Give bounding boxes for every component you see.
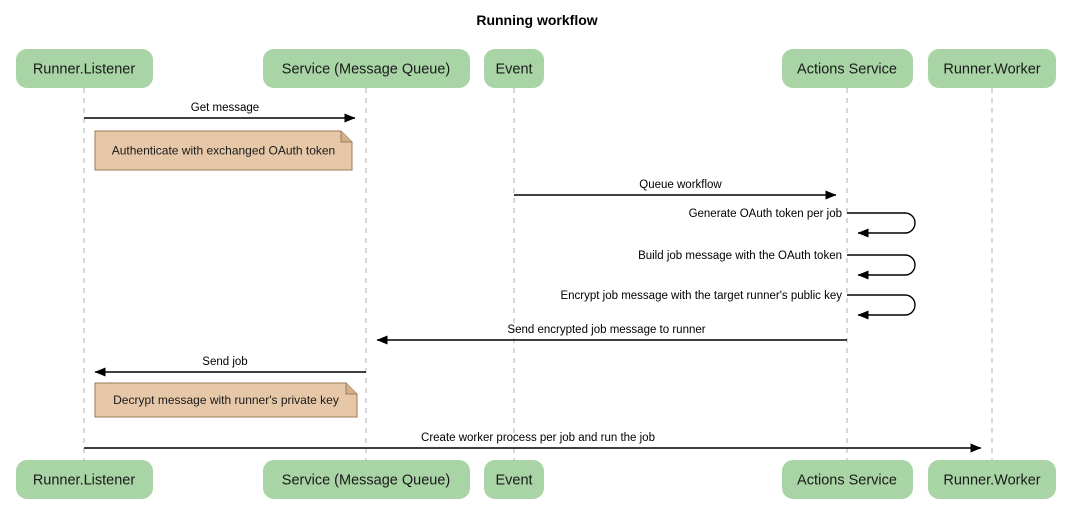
message-send-job[interactable]: Send job: [94, 356, 366, 377]
participant-box-runner-listener-bottom[interactable]: [16, 460, 153, 499]
message-create-worker-process[interactable]: Create worker process per job and run th…: [84, 432, 982, 453]
note-label-authenticate-note: Authenticate with exchanged OAuth token: [112, 144, 335, 158]
participants-bottom-group: Runner.Listener Service (Message Queue) Ev…: [16, 460, 1056, 499]
message-label-generate-oauth-token-per-job: Generate OAuth token per job: [689, 208, 842, 220]
participant-label-event-top: Event: [495, 61, 532, 77]
participant-label-service-message-queue-top: Service (Message Queue): [282, 61, 450, 77]
message-arrow-encrypt-job-message: [847, 294, 916, 320]
participants-top-group: Runner.Listener Service (Message Queue) Ev…: [16, 49, 1056, 88]
participant-label-event-bottom: Event: [495, 472, 532, 488]
lifelines-group: [83, 88, 993, 460]
notes-group: Authenticate with exchanged OAuth tokenD…: [94, 130, 358, 418]
message-label-encrypt-job-message: Encrypt job message with the target runn…: [560, 290, 842, 302]
message-queue-workflow[interactable]: Queue workflow: [514, 179, 837, 200]
participant-label-service-message-queue-bottom: Service (Message Queue): [282, 472, 450, 488]
participant-label-runner-worker-bottom: Runner.Worker: [943, 472, 1040, 488]
message-send-encrypted-job-message[interactable]: Send encrypted job message to runner: [376, 324, 847, 345]
participant-label-runner-listener-bottom: Runner.Listener: [33, 472, 136, 488]
message-generate-oauth-token-per-job[interactable]: Generate OAuth token per job: [689, 208, 916, 238]
participant-label-actions-service-top: Actions Service: [797, 61, 897, 77]
message-get-message[interactable]: Get message: [84, 102, 356, 123]
message-arrow-build-job-message: [847, 254, 916, 280]
participant-box-runner-worker-top[interactable]: [928, 49, 1056, 88]
participant-box-actions-service-top[interactable]: [782, 49, 913, 88]
participant-box-runner-worker-bottom[interactable]: [928, 460, 1056, 499]
participant-box-runner-listener-top[interactable]: [16, 49, 153, 88]
participant-box-actions-service-bottom[interactable]: [782, 460, 913, 499]
note-body-decrypt-note: [94, 382, 358, 418]
note-decrypt-note[interactable]: Decrypt message with runner's private ke…: [94, 382, 358, 418]
message-label-send-encrypted-job-message: Send encrypted job message to runner: [507, 324, 705, 336]
note-fold-corner-authenticate-note: [340, 131, 352, 143]
note-fold-corner-decrypt-note: [345, 383, 357, 395]
page-title: Running workflow: [476, 12, 597, 28]
participant-label-runner-worker-top: Runner.Worker: [943, 61, 1040, 77]
message-label-build-job-message: Build job message with the OAuth token: [638, 250, 842, 262]
message-build-job-message[interactable]: Build job message with the OAuth token: [638, 250, 916, 280]
note-authenticate-note[interactable]: Authenticate with exchanged OAuth token: [94, 130, 353, 171]
participant-label-actions-service-bottom: Actions Service: [797, 472, 897, 488]
message-arrow-generate-oauth-token-per-job: [847, 212, 916, 238]
participant-box-service-message-queue-top[interactable]: [263, 49, 470, 88]
participant-box-event-bottom[interactable]: [484, 460, 544, 499]
note-body-authenticate-note: [94, 130, 353, 171]
message-label-create-worker-process: Create worker process per job and run th…: [421, 432, 655, 444]
message-label-queue-workflow: Queue workflow: [639, 179, 722, 191]
message-label-get-message: Get message: [191, 102, 259, 114]
participant-label-runner-listener-top: Runner.Listener: [33, 61, 136, 77]
note-label-decrypt-note: Decrypt message with runner's private ke…: [113, 393, 339, 407]
message-encrypt-job-message[interactable]: Encrypt job message with the target runn…: [560, 290, 916, 320]
message-label-send-job: Send job: [202, 356, 247, 368]
participant-box-event-top[interactable]: [484, 49, 544, 88]
participant-box-service-message-queue-bottom[interactable]: [263, 460, 470, 499]
